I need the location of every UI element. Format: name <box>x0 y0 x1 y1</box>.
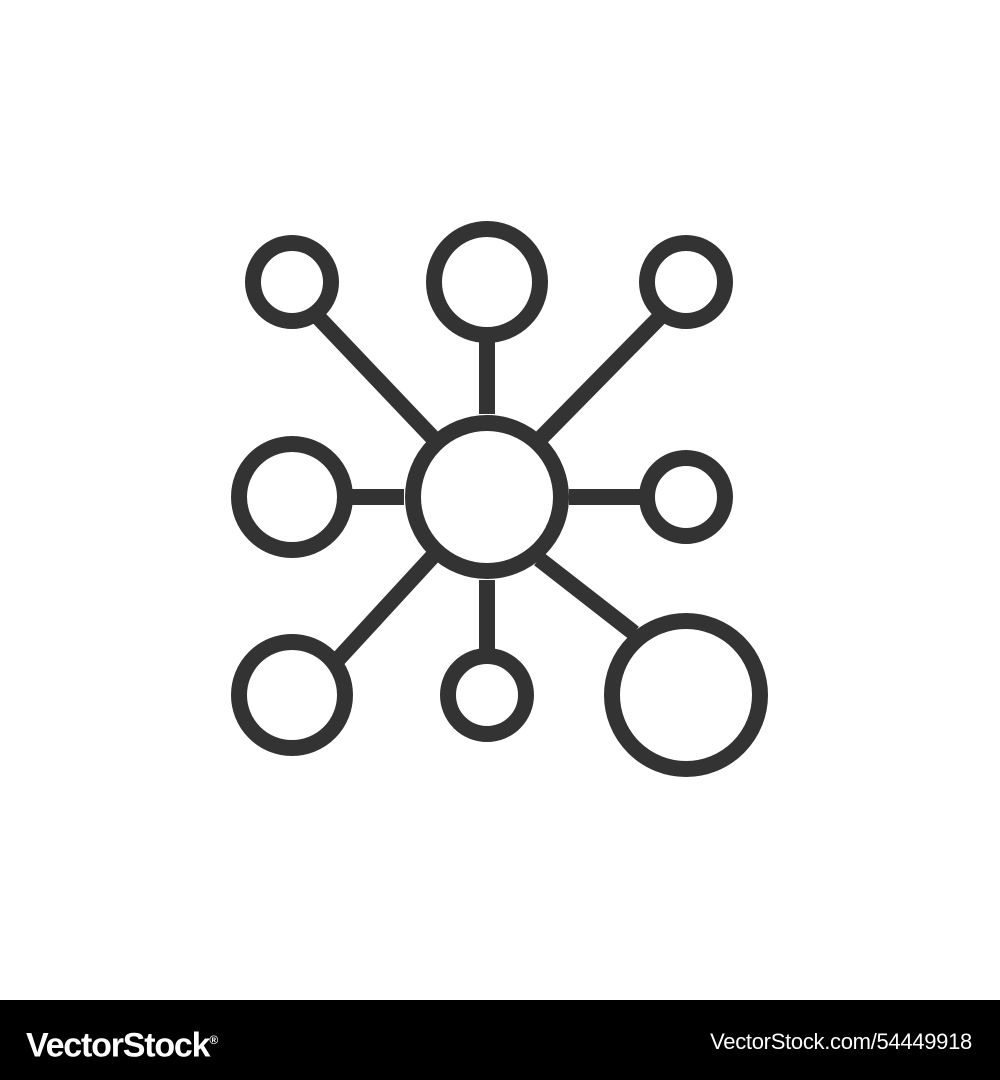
node-top <box>426 221 548 343</box>
connector-top-right <box>533 311 666 446</box>
connector-top-left <box>312 311 440 445</box>
stock-id: VectorStock.com/54449918 <box>710 1029 972 1054</box>
brand-name: VectorStock <box>26 1026 211 1065</box>
hub-node <box>405 415 569 579</box>
node-bottom-right <box>604 613 768 777</box>
brand-registered-mark: ® <box>209 1033 219 1047</box>
node-top-right <box>639 235 733 329</box>
node-left <box>231 436 353 558</box>
hub-network-icon <box>231 221 768 777</box>
node-bottom <box>440 648 534 742</box>
node-top-left <box>245 235 339 329</box>
watermark-bar: VectorStock® VectorStock.com/54449918 <box>0 1000 1000 1080</box>
icon-canvas <box>231 221 768 777</box>
node-bottom-left <box>231 634 353 756</box>
connector-bottom-left <box>324 549 440 674</box>
node-right <box>639 450 733 544</box>
brand-logo: VectorStock® <box>26 1018 218 1067</box>
connector-bottom-right <box>534 552 639 640</box>
